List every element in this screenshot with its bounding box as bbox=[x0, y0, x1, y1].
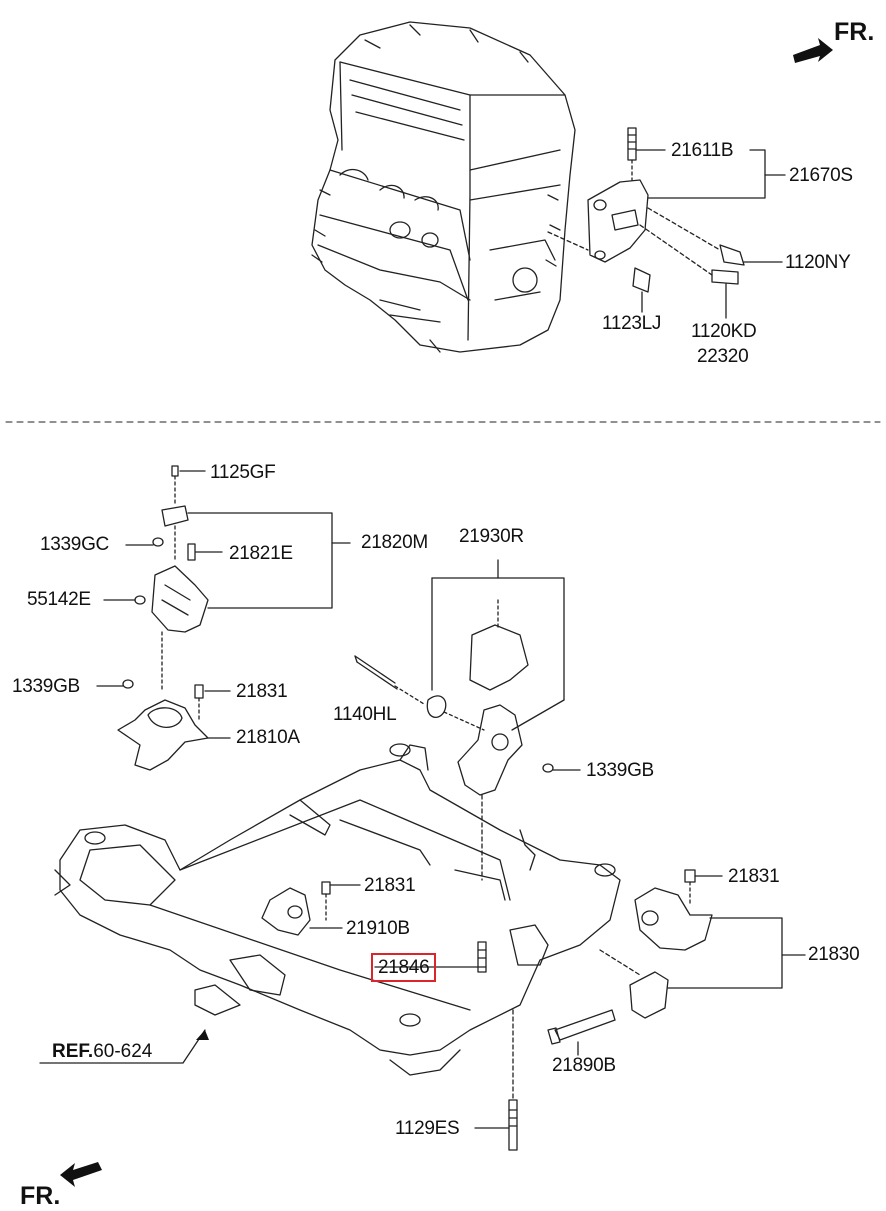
reference-label[interactable]: REF.60-624 bbox=[52, 1041, 152, 1063]
part-label-21930R[interactable]: 21930R bbox=[459, 526, 524, 547]
fr-arrow-top-icon bbox=[793, 38, 833, 63]
part-label-21810A[interactable]: 21810A bbox=[236, 727, 300, 748]
part-label-21820M[interactable]: 21820M bbox=[361, 532, 428, 553]
direction-label-bottom: FR. bbox=[20, 1182, 61, 1210]
fr-arrow-bottom-icon bbox=[60, 1162, 102, 1187]
reference-prefix: REF. bbox=[52, 1041, 94, 1062]
part-label-21831-right[interactable]: 21831 bbox=[728, 866, 780, 887]
part-label-21910B[interactable]: 21910B bbox=[346, 918, 410, 939]
part-label-21830[interactable]: 21830 bbox=[808, 944, 860, 965]
part-label-1125GF[interactable]: 1125GF bbox=[210, 462, 276, 483]
part-label-21611B[interactable]: 21611B bbox=[671, 140, 734, 161]
subframe-drawing bbox=[54, 743, 621, 1076]
bolt-1129ES-drawing bbox=[474, 1009, 518, 1151]
part-label-1339GB-upper[interactable]: 1339GB bbox=[12, 676, 80, 697]
direction-label-top: FR. bbox=[834, 18, 875, 46]
part-label-1120NY[interactable]: 1120NY bbox=[785, 252, 851, 273]
left-mount-drawing bbox=[96, 465, 351, 771]
part-label-1120KD[interactable]: 1120KD bbox=[691, 321, 757, 342]
bracket-21910B-drawing bbox=[261, 881, 361, 936]
part-label-21831-upper[interactable]: 21831 bbox=[236, 681, 288, 702]
part-label-22320[interactable]: 22320 bbox=[697, 346, 749, 367]
part-label-1339GB-lower[interactable]: 1339GB bbox=[586, 760, 654, 781]
part-label-55142E[interactable]: 55142E bbox=[27, 589, 91, 610]
part-label-1123LJ[interactable]: 1123LJ bbox=[602, 313, 662, 334]
part-label-21670S[interactable]: 21670S bbox=[789, 165, 853, 186]
part-label-1140HL[interactable]: 1140HL bbox=[333, 704, 397, 725]
ref-leader-line bbox=[39, 1029, 206, 1064]
part-label-1129ES[interactable]: 1129ES bbox=[395, 1118, 460, 1139]
ref-arrow-icon bbox=[196, 1030, 209, 1040]
part-label-21821E[interactable]: 21821E bbox=[229, 543, 293, 564]
part-label-21890B[interactable]: 21890B bbox=[552, 1055, 616, 1076]
right-mount-drawing bbox=[354, 559, 581, 881]
engine-bracket-drawing bbox=[547, 127, 786, 319]
part-label-21846-highlighted[interactable]: 21846 bbox=[370, 953, 437, 982]
part-label-21831-middle[interactable]: 21831 bbox=[364, 875, 416, 896]
bolt-21846-drawing bbox=[374, 941, 487, 973]
mount-21830-drawing bbox=[547, 869, 806, 1056]
part-label-1339GC[interactable]: 1339GC bbox=[40, 534, 109, 555]
reference-value: 60-624 bbox=[93, 1041, 153, 1062]
engine-block-drawing bbox=[311, 21, 576, 353]
